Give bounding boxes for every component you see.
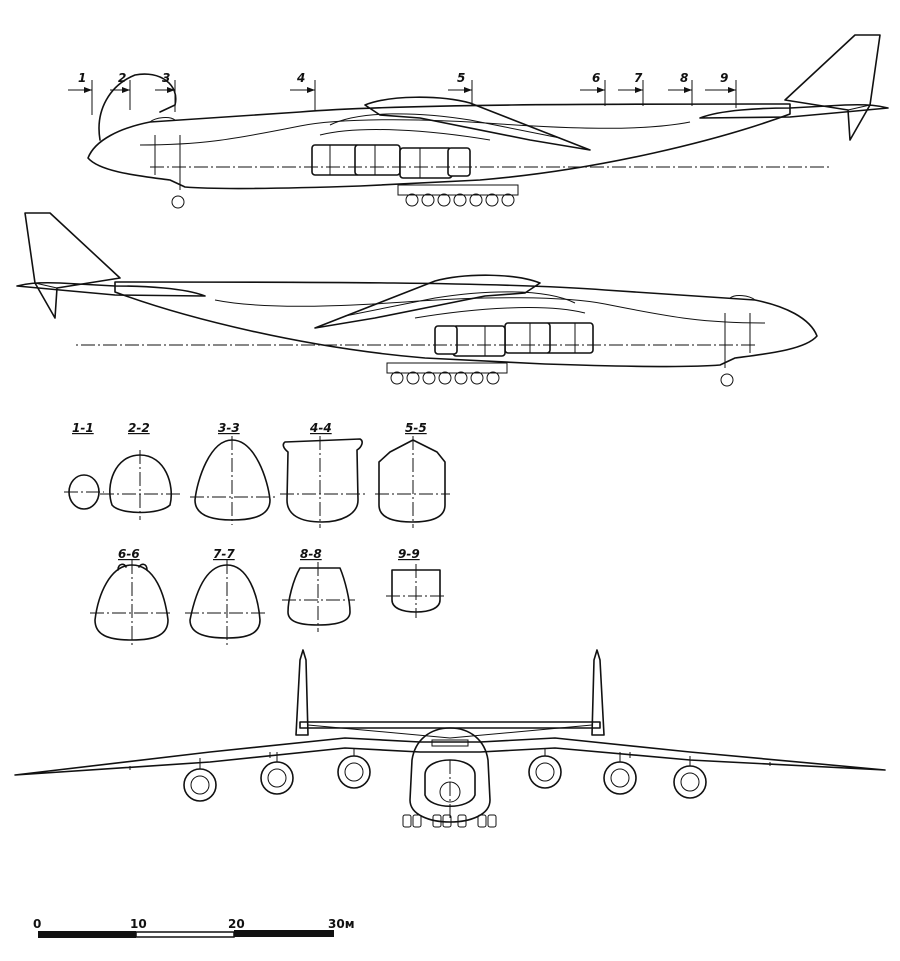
svg-text:9-9: 9-9	[398, 547, 420, 561]
section-9-9: 9-9	[386, 547, 446, 618]
cross-sections: 1-1 2-2 3-3 4-4 5-5 6-6	[64, 421, 450, 648]
engines	[183, 748, 707, 802]
side-view-right	[16, 212, 818, 387]
station-markers: 1 2 3 4 5 6 7 8 9	[68, 71, 737, 115]
scale-label-30: 30м	[328, 917, 355, 931]
station-marker-5: 5	[457, 71, 465, 85]
scale-label-0: 0	[33, 917, 41, 931]
station-marker-8: 8	[680, 71, 688, 85]
svg-text:5-5: 5-5	[405, 421, 427, 435]
station-marker-2: 2	[118, 71, 126, 85]
svg-text:8-8: 8-8	[300, 547, 322, 561]
scale-bar: 0 10 20 30м	[33, 917, 355, 938]
section-1-1: 1-1	[64, 421, 104, 510]
svg-text:6-6: 6-6	[118, 547, 140, 561]
station-marker-6: 6	[592, 71, 600, 85]
section-2-2: 2-2	[100, 421, 180, 520]
front-view	[14, 649, 886, 828]
side-view-left: 1 2 3 4 5 6 7 8 9	[68, 34, 889, 209]
section-5-5: 5-5	[375, 421, 450, 528]
svg-text:2-2: 2-2	[128, 421, 150, 435]
section-4-4: 4-4	[280, 421, 365, 528]
svg-text:3-3: 3-3	[218, 421, 240, 435]
scale-label-10: 10	[130, 917, 147, 931]
section-6-6: 6-6	[90, 547, 172, 648]
station-marker-7: 7	[634, 71, 643, 85]
section-8-8: 8-8	[282, 547, 355, 632]
svg-text:4-4: 4-4	[309, 421, 332, 435]
station-marker-1: 1	[78, 71, 86, 85]
section-3-3: 3-3	[190, 421, 275, 525]
svg-text:1-1: 1-1	[72, 421, 94, 435]
scale-label-20: 20	[228, 917, 245, 931]
section-7-7: 7-7	[185, 547, 265, 645]
svg-text:7-7: 7-7	[213, 547, 235, 561]
station-marker-9: 9	[720, 71, 728, 85]
station-marker-4: 4	[296, 71, 305, 85]
station-marker-3: 3	[162, 71, 170, 85]
